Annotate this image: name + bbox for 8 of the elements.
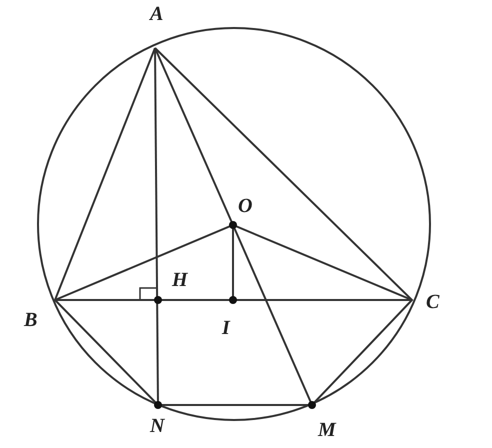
point-label: N	[150, 416, 164, 436]
point-label: O	[238, 196, 252, 216]
point-label: A	[150, 4, 164, 24]
point-label: C	[426, 292, 440, 312]
point-label: B	[24, 310, 38, 330]
point-label: I	[222, 318, 230, 338]
point-label: H	[172, 270, 188, 290]
point-label: M	[318, 420, 336, 440]
